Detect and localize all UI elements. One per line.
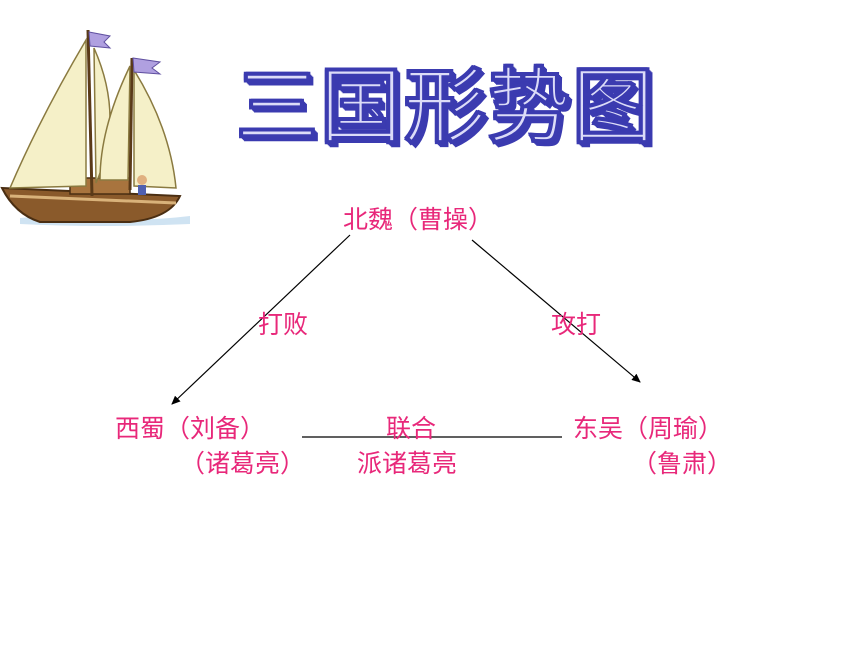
node-wu: 东吴（周瑜）	[573, 414, 724, 443]
sailboat-illustration	[0, 29, 190, 226]
relation-shu-wu: 联合	[386, 414, 437, 443]
relation-wei-wu: 攻打	[551, 310, 602, 339]
relation-shu-wu-sub: 派诸葛亮	[357, 449, 458, 478]
relation-wei-shu: 打败	[258, 310, 309, 339]
node-shu-sub: （诸葛亮）	[180, 449, 306, 478]
arrow-wei-to-shu	[171, 234, 351, 405]
node-wu-sub: （鲁肃）	[632, 449, 733, 478]
page-title: 三国形势图	[236, 60, 657, 156]
node-shu: 西蜀（刘备）	[115, 414, 266, 443]
arrow-wei-to-wu	[471, 239, 641, 383]
node-wei: 北魏（曹操）	[343, 205, 494, 234]
